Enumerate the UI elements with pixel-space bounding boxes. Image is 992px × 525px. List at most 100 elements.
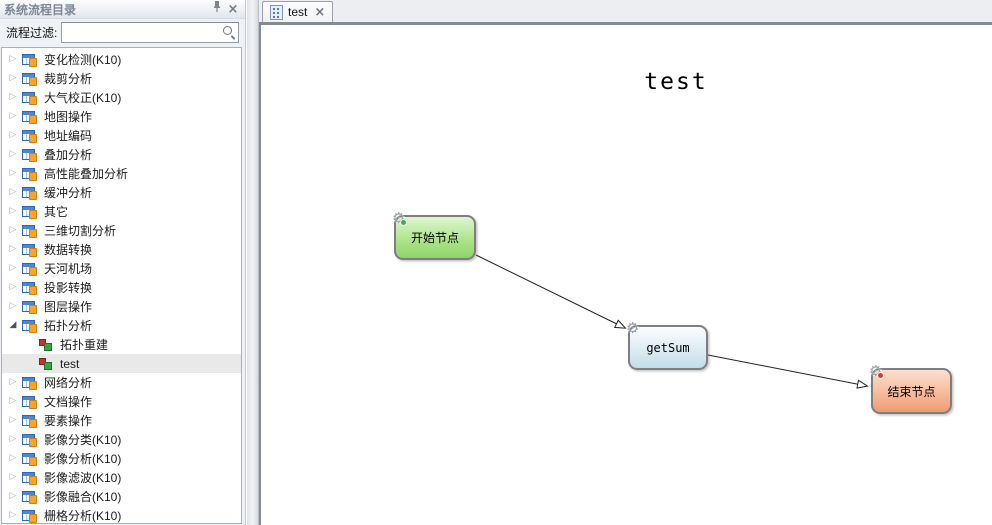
start-node[interactable]: ⚙开始节点	[394, 215, 476, 260]
process-category-icon	[22, 262, 38, 276]
tree-item-category[interactable]: ▷大气校正(K10)	[2, 88, 241, 107]
tree-item-category[interactable]: ▷ 地图操作	[2, 107, 241, 126]
tree-item-label: 叠加分析	[44, 146, 92, 163]
tree-item-category[interactable]: ▷文档操作	[2, 392, 241, 411]
gear-icon: ⚙	[392, 211, 405, 226]
document-tabbar: test ×	[259, 0, 992, 22]
getsum-node[interactable]: ⚙getSum	[628, 325, 708, 370]
tree-item-label: 变化检测(K10)	[44, 51, 121, 68]
tree-item-category[interactable]: ▷ 叠加分析	[2, 145, 241, 164]
expand-arrow-icon[interactable]: ▷	[8, 283, 18, 292]
expand-arrow-icon[interactable]: ▷	[8, 74, 18, 83]
filter-input[interactable]	[61, 22, 239, 43]
tree-item-label: 拓扑重建	[60, 336, 108, 353]
process-category-icon	[22, 167, 38, 181]
tree-item-label: 三维切割分析	[44, 222, 116, 239]
process-category-icon	[22, 91, 38, 105]
tab-label: test	[288, 5, 307, 19]
tree-item-category[interactable]: ▷ 天河机场	[2, 259, 241, 278]
edge-start-node-to-getsum-node[interactable]	[476, 255, 625, 328]
sidebar-title: 系统流程目录	[4, 1, 209, 18]
process-directory-panel: 系统流程目录 × 流程过滤: ▷ 变化检测(K10) ▷ 裁剪分析▷大气校正(K10)…	[0, 0, 246, 525]
edge-getsum-node-to-end-node[interactable]	[708, 355, 867, 386]
expand-arrow-icon[interactable]: ▷	[8, 226, 18, 235]
expand-arrow-icon[interactable]: ▷	[8, 55, 18, 64]
process-category-icon	[22, 110, 38, 124]
search-icon[interactable]	[222, 25, 236, 39]
tree-item-category[interactable]: ▷缓冲分析	[2, 183, 241, 202]
tree-item-category[interactable]: ▷ 网络分析	[2, 373, 241, 392]
tree-item-category[interactable]: ▷高性能叠加分析	[2, 164, 241, 183]
tree-item-category[interactable]: ▷ 影像分析(K10)	[2, 449, 241, 468]
tree-item-category[interactable]: ▷ 要素操作	[2, 411, 241, 430]
expand-arrow-icon[interactable]: ▷	[8, 416, 18, 425]
tree-item-category[interactable]: ◢拓扑分析	[2, 316, 241, 335]
process-tree: ▷变化检测(K10)▷裁剪分析▷大气校正(K10)▷地图操作▷地址编码▷叠加分析…	[1, 47, 242, 524]
process-category-icon	[22, 129, 38, 143]
expand-arrow-icon[interactable]: ▷	[8, 492, 18, 501]
process-category-icon	[22, 186, 38, 200]
tree-item-category[interactable]: ▷影像分类(K10)	[2, 430, 241, 449]
pin-icon[interactable]	[209, 0, 225, 18]
tree-item-category[interactable]: ▷ 影像融合(K10)	[2, 487, 241, 506]
tree-item-category[interactable]: ▷图层操作	[2, 297, 241, 316]
process-category-icon	[22, 471, 38, 485]
expand-arrow-icon[interactable]: ▷	[8, 435, 18, 444]
tree-item-category[interactable]: ▷ 投影转换	[2, 278, 241, 297]
tree-item-leaf[interactable]: 拓扑重建	[2, 335, 241, 354]
expand-arrow-icon[interactable]: ▷	[8, 473, 18, 482]
tree-item-label: 影像融合(K10)	[44, 488, 121, 505]
tree-item-label: 地图操作	[44, 108, 92, 125]
expand-arrow-icon[interactable]: ▷	[8, 264, 18, 273]
flow-canvas[interactable]: test ⚙开始节点⚙getSum⚙结束节点	[259, 22, 992, 525]
expand-arrow-icon[interactable]: ▷	[8, 454, 18, 463]
expand-arrow-icon[interactable]: ▷	[8, 207, 18, 216]
expand-arrow-icon[interactable]: ▷	[8, 302, 18, 311]
tree-item-label: 网络分析	[44, 374, 92, 391]
tree-item-label: 投影转换	[44, 279, 92, 296]
expand-arrow-icon[interactable]: ▷	[8, 511, 18, 520]
filter-row: 流程过滤:	[0, 19, 245, 46]
tab-close-icon[interactable]: ×	[314, 5, 325, 20]
expand-arrow-icon[interactable]: ▷	[8, 131, 18, 140]
tree-item-label: 天河机场	[44, 260, 92, 277]
process-category-icon	[22, 300, 38, 314]
filter-label: 流程过滤:	[6, 24, 57, 41]
tree-item-category[interactable]: ▷ 地址编码	[2, 126, 241, 145]
process-category-icon	[22, 281, 38, 295]
tree-item-label: 影像分析(K10)	[44, 450, 121, 467]
process-category-icon	[22, 224, 38, 238]
expand-arrow-icon[interactable]: ▷	[8, 245, 18, 254]
process-category-icon	[22, 414, 38, 428]
tree-item-category[interactable]: ▷栅格分析(K10)	[2, 506, 241, 524]
process-category-icon	[22, 395, 38, 409]
tab-test[interactable]: test ×	[262, 1, 333, 22]
tree-item-label: 要素操作	[44, 412, 92, 429]
expand-arrow-icon[interactable]: ▷	[8, 188, 18, 197]
expand-arrow-icon[interactable]: ▷	[8, 150, 18, 159]
collapse-arrow-icon[interactable]: ◢	[8, 321, 18, 330]
tree-item-category[interactable]: ▷其它	[2, 202, 241, 221]
process-category-icon	[22, 433, 38, 447]
tree-item-category[interactable]: ▷数据转换	[2, 240, 241, 259]
tree-item-category[interactable]: ▷影像滤波(K10)	[2, 468, 241, 487]
expand-arrow-icon[interactable]: ▷	[8, 112, 18, 121]
expand-arrow-icon[interactable]: ▷	[8, 397, 18, 406]
close-panel-icon[interactable]: ×	[225, 1, 241, 18]
tree-item-category[interactable]: ▷ 裁剪分析	[2, 69, 241, 88]
tree-item-label: 裁剪分析	[44, 70, 92, 87]
tree-item-label: 地址编码	[44, 127, 92, 144]
process-category-icon	[22, 319, 38, 333]
end-node[interactable]: ⚙结束节点	[871, 368, 952, 414]
pin-icon-svg	[212, 0, 222, 13]
status-badge	[877, 372, 884, 379]
tree-item-category[interactable]: ▷ 变化检测(K10)	[2, 50, 241, 69]
tree-item-leaf[interactable]: test	[2, 354, 241, 373]
expand-arrow-icon[interactable]: ▷	[8, 93, 18, 102]
expand-arrow-icon[interactable]: ▷	[8, 378, 18, 387]
panel-splitter[interactable]	[247, 0, 259, 525]
gear-icon: ⚙	[869, 364, 882, 379]
expand-arrow-icon[interactable]: ▷	[8, 169, 18, 178]
tree-item-category[interactable]: ▷ 三维切割分析	[2, 221, 241, 240]
gear-icon: ⚙	[626, 321, 639, 336]
